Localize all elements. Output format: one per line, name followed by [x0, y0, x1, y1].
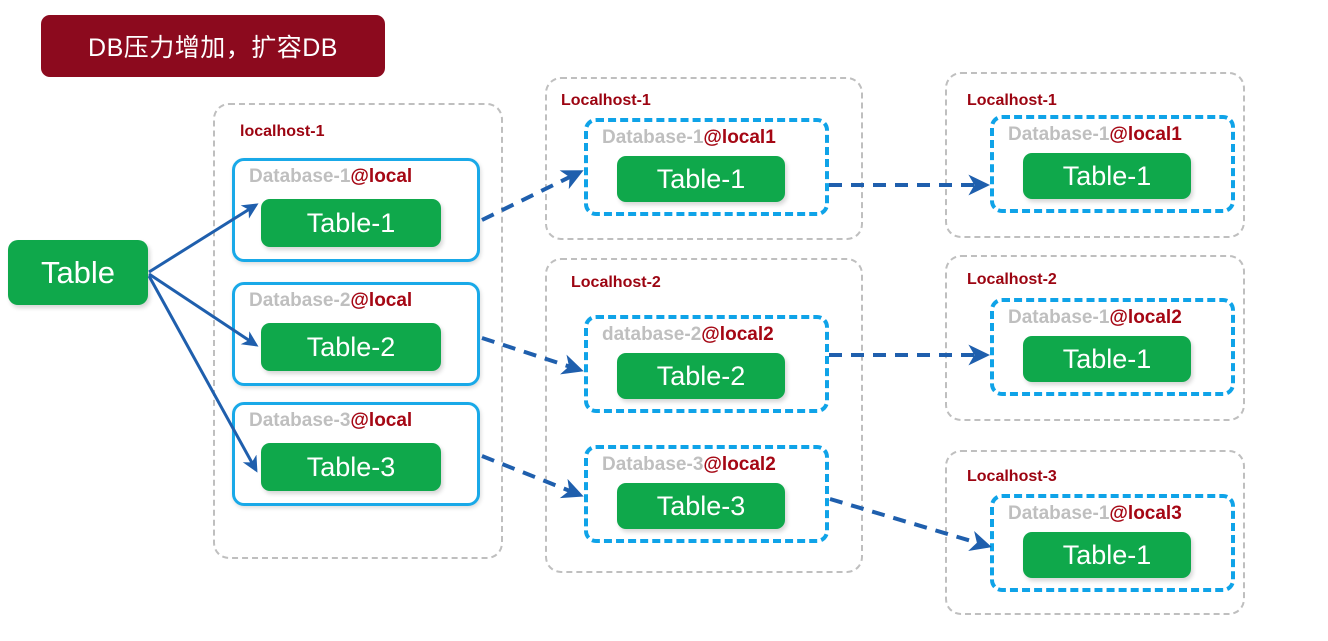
database-title: Database-1@local	[249, 166, 413, 188]
table-node-label: Table-2	[306, 331, 396, 362]
table-node-table-3: Table-3	[261, 443, 441, 491]
table-node-table-1: Table-1	[1023, 153, 1191, 199]
database-name: Database-1	[1008, 503, 1110, 524]
database-name: Database-3	[602, 454, 704, 475]
database-name: Database-1	[1008, 307, 1110, 328]
database-box-database-2-local: Database-2@local Table-2	[232, 282, 480, 386]
host-group-Localhost-1-mid: Localhost-1	[545, 77, 863, 240]
table-node-label: Table-2	[656, 360, 746, 391]
host-label-Localhost-2-right: Localhost-2	[967, 271, 1057, 288]
database-box-database-3-local: Database-3@local Table-3	[232, 402, 480, 506]
table-node-label: Table-1	[656, 163, 746, 194]
host-label-Localhost-1-mid: Localhost-1	[561, 92, 651, 109]
table-node-table-1: Table-1	[1023, 336, 1191, 382]
host-label-Localhost-3-right: Localhost-3	[967, 468, 1057, 485]
database-name: Database-1	[249, 166, 351, 187]
database-host-suffix: @local2	[1109, 307, 1182, 328]
database-box-database-1-local1-right: Database-1@local1 Table-1	[990, 115, 1235, 213]
database-title: Database-3@local	[249, 410, 413, 432]
database-title: Database-1@local1	[1008, 124, 1182, 146]
title-banner: DB压力增加，扩容DB	[41, 15, 385, 77]
table-node-label: Table-3	[306, 451, 396, 482]
source-table-node: Table	[8, 240, 148, 305]
table-node-table-2: Table-2	[617, 353, 785, 399]
database-box-database-1-local2-right: Database-1@local2 Table-1	[990, 298, 1235, 396]
title-banner-label: DB压力增加，扩容DB	[88, 34, 338, 62]
database-host-suffix: @local	[350, 410, 413, 431]
database-name: database-2	[602, 324, 702, 345]
database-title: Database-1@local2	[1008, 307, 1182, 329]
table-node-label: Table-3	[656, 490, 746, 521]
database-box-database-1-local3-right: Database-1@local3 Table-1	[990, 494, 1235, 592]
database-box-database-2-local2-mid: database-2@local2 Table-2	[584, 315, 829, 413]
database-title: Database-1@local3	[1008, 503, 1182, 525]
table-node-table-1: Table-1	[617, 156, 785, 202]
host-group-Localhost-2-right: Localhost-2	[945, 255, 1245, 421]
table-node-label: Table-1	[306, 207, 396, 238]
table-node-label: Table-1	[1062, 343, 1152, 374]
host-group-Localhost-1-right: Localhost-1	[945, 72, 1245, 238]
database-host-suffix: @local2	[703, 454, 776, 475]
host-label-Localhost-2-mid: Localhost-2	[571, 274, 661, 291]
database-box-database-1-local1-mid: Database-1@local1 Table-1	[584, 118, 829, 216]
database-title: Database-3@local2	[602, 454, 776, 476]
database-host-suffix: @local2	[701, 324, 774, 345]
source-table-label: Table	[40, 254, 116, 290]
table-node-table-1: Table-1	[1023, 532, 1191, 578]
database-box-database-3-local2-mid: Database-3@local2 Table-3	[584, 445, 829, 543]
database-name: Database-1	[1008, 124, 1110, 145]
database-name: Database-1	[602, 127, 704, 148]
table-node-table-2: Table-2	[261, 323, 441, 371]
database-host-suffix: @local3	[1109, 503, 1182, 524]
database-box-database-1-local: Database-1@local Table-1	[232, 158, 480, 262]
host-label-Localhost-1-right: Localhost-1	[967, 92, 1057, 109]
table-node-label: Table-1	[1062, 160, 1152, 191]
table-node-table-1: Table-1	[261, 199, 441, 247]
host-label-localhost-1: localhost-1	[240, 123, 325, 140]
database-host-suffix: @local	[350, 290, 413, 311]
database-title: Database-2@local	[249, 290, 413, 312]
host-group-Localhost-2-mid: Localhost-2	[545, 258, 863, 573]
database-host-suffix: @local1	[703, 127, 776, 148]
database-host-suffix: @local1	[1109, 124, 1182, 145]
table-node-label: Table-1	[1062, 539, 1152, 570]
database-name: Database-3	[249, 410, 351, 431]
database-title: database-2@local2	[602, 324, 774, 346]
database-host-suffix: @local	[350, 166, 413, 187]
table-node-table-3: Table-3	[617, 483, 785, 529]
database-name: Database-2	[249, 290, 351, 311]
database-title: Database-1@local1	[602, 127, 776, 149]
